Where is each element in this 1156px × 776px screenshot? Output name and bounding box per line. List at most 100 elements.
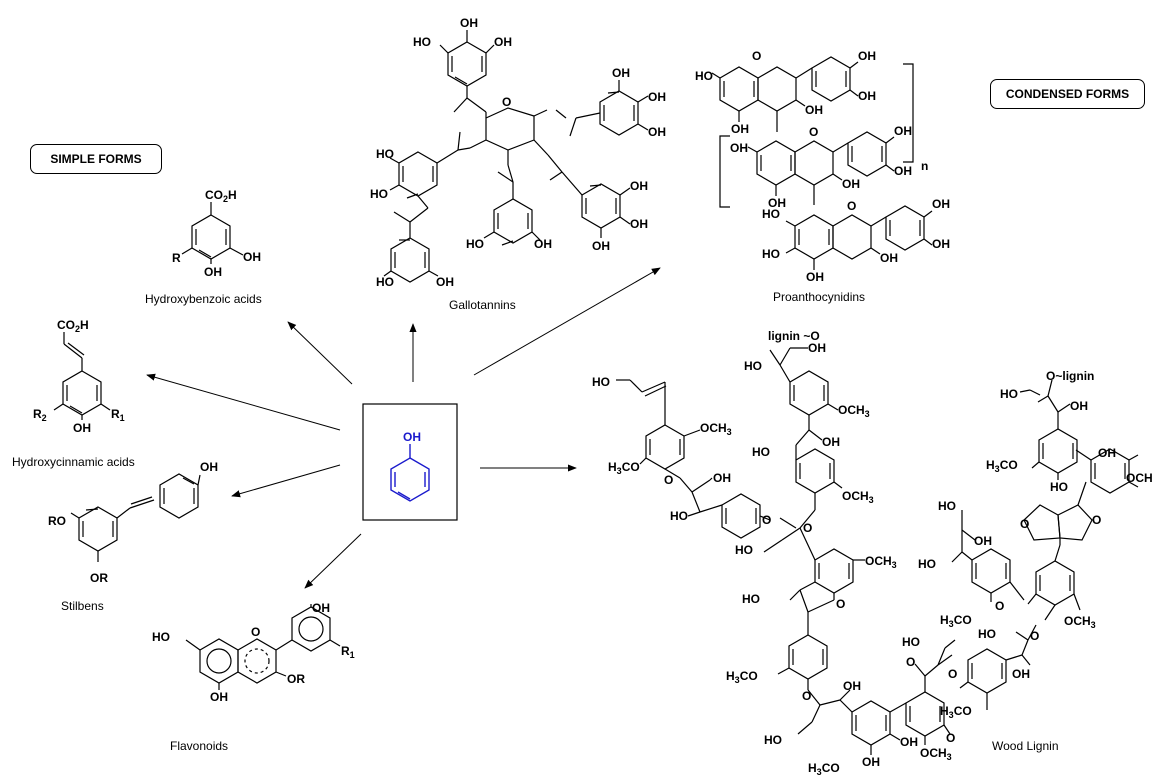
svg-text:OH: OH [858,49,876,63]
svg-text:OH: OH [204,265,222,279]
svg-text:OH: OH [730,141,748,155]
svg-text:OH: OH [858,89,876,103]
svg-text:CO2H: CO2H [205,188,237,204]
caption-hydroxybenzoic-acids: Hydroxybenzoic acids [145,292,262,306]
svg-text:OH: OH [534,237,552,251]
svg-text:OH: OH [200,460,218,474]
svg-text:O: O [995,599,1004,613]
caption-flavonoids: Flavonoids [170,739,229,753]
svg-text:HO: HO [918,557,936,571]
svg-text:HO: HO [370,187,388,201]
svg-text:OH: OH [436,275,454,289]
svg-text:HO: HO [670,509,688,523]
svg-text:O~lignin: O~lignin [1046,369,1094,383]
phenol-oh-label: OH [403,430,421,444]
svg-text:OH: OH [932,237,950,251]
caption-hydroxycinnamic-acids: Hydroxycinnamic acids [12,455,135,469]
svg-text:R2: R2 [33,407,47,423]
svg-text:HO: HO [938,499,956,513]
svg-text:OH: OH [894,124,912,138]
svg-text:OH: OH [894,164,912,178]
svg-text:HO: HO [152,630,170,644]
svg-text:OH: OH [1070,399,1088,413]
svg-text:OH: OH [805,103,823,117]
svg-text:OH: OH [460,16,478,30]
svg-text:OCH3: OCH3 [1064,614,1096,630]
svg-text:HO: HO [902,635,920,649]
svg-text:HO: HO [592,375,610,389]
svg-text:O: O [251,625,260,639]
svg-text:OCH3: OCH3 [700,421,732,437]
svg-text:OH: OH [808,341,826,355]
svg-text:O: O [502,95,511,109]
svg-text:O: O [948,667,957,681]
svg-text:OCH3: OCH3 [838,403,870,419]
svg-text:OH: OH [612,66,630,80]
arrow-to-stilbens [231,464,341,498]
svg-text:OH: OH [210,690,228,704]
svg-text:O: O [802,689,811,703]
svg-text:O: O [809,125,818,139]
svg-text:OH: OH [862,755,880,769]
svg-text:OR: OR [287,672,305,686]
svg-text:lignin ~O: lignin ~O [768,329,820,343]
caption-proanthocyanidins: Proanthocynidins [773,290,866,304]
svg-text:H3CO: H3CO [726,669,758,685]
svg-text:O: O [664,473,673,487]
svg-text:OH: OH [880,251,898,265]
phenol-ring [390,444,430,502]
svg-text:O: O [1092,513,1101,527]
condensed-forms-box: CONDENSED FORMS [990,79,1145,109]
svg-text:OH: OH [1098,446,1116,460]
svg-text:HO: HO [735,543,753,557]
caption-wood-lignin: Wood Lignin [992,739,1059,753]
phenol-box [362,403,458,521]
svg-text:OH: OH [243,250,261,264]
svg-text:H3CO: H3CO [940,704,972,720]
svg-text:HO: HO [762,207,780,221]
svg-text:HO: HO [764,733,782,747]
svg-text:OH: OH [842,177,860,191]
proanthocyanidin-structure [711,56,933,270]
svg-text:HO: HO [466,237,484,251]
svg-text:O: O [752,49,761,63]
svg-text:OH: OH [630,217,648,231]
svg-text:HO: HO [978,627,996,641]
arrow-to-hydroxybenzoic [287,321,353,385]
svg-text:OR: OR [90,571,108,585]
stilbene-structure [70,473,201,562]
svg-text:O: O [946,731,955,745]
svg-text:OH: OH [900,735,918,749]
svg-text:H3CO: H3CO [940,613,972,629]
svg-text:HO: HO [695,69,713,83]
svg-text:OH: OH [932,197,950,211]
svg-text:HO: HO [762,247,780,261]
svg-text:HO: HO [376,147,394,161]
svg-text:OH: OH [822,435,840,449]
arrow-to-proanthocyanidins [473,267,661,376]
svg-text:O: O [836,597,845,611]
svg-text:OH: OH [592,239,610,253]
svg-text:O: O [762,513,771,527]
svg-text:OH: OH [713,471,731,485]
svg-text:OCH3: OCH3 [865,554,897,570]
svg-text:O: O [847,199,856,213]
svg-text:OH: OH [974,534,992,548]
svg-text:R1: R1 [111,407,125,423]
arrows [146,267,661,589]
svg-text:H3CO: H3CO [808,761,840,776]
svg-text:OH: OH [494,35,512,49]
hydroxycinnamic-acid-structure [53,332,111,420]
svg-text:HO: HO [1000,387,1018,401]
svg-text:HO: HO [376,275,394,289]
simple-forms-box: SIMPLE FORMS [30,144,162,174]
svg-text:OH: OH [73,421,91,435]
svg-text:OCH3: OCH3 [842,489,874,505]
arrow-to-hydroxycinnamic [146,373,341,431]
svg-text:OH: OH [768,196,786,210]
svg-text:HO: HO [744,359,762,373]
svg-text:R1: R1 [341,644,355,660]
svg-text:OH: OH [630,179,648,193]
arrow-to-flavonoids [304,533,362,589]
svg-text:OH: OH [648,125,666,139]
